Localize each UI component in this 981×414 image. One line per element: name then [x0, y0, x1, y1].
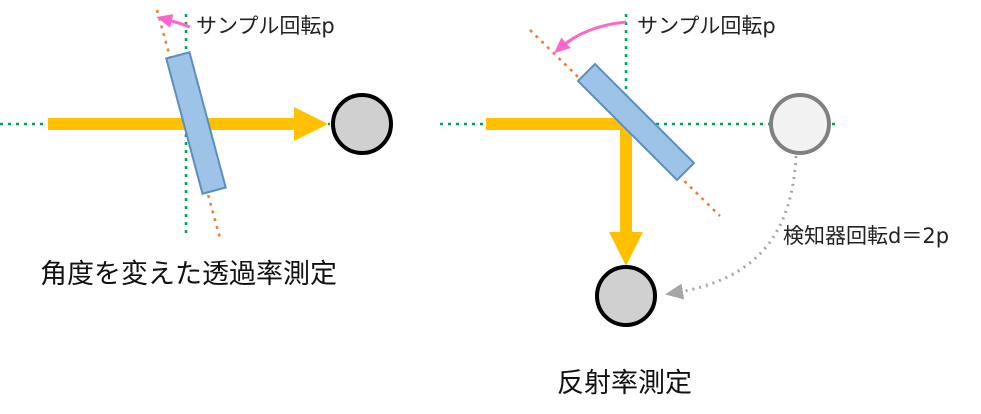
detector-rotation-path	[665, 155, 798, 300]
detector-initial-position	[769, 93, 831, 155]
rotation-arrow	[156, 14, 191, 29]
detector-rotation-label: 検知器回転d＝2p	[783, 224, 949, 248]
caption: 角度を変えた透過率測定	[40, 259, 337, 290]
rotation-arrow	[553, 20, 627, 54]
reflection-panel: サンプル回転p 検知器回転d＝2p 反射率測定	[440, 14, 949, 399]
detector	[331, 93, 393, 155]
detector	[595, 265, 657, 327]
rotation-label: サンプル回転p	[196, 14, 335, 38]
caption: 反射率測定	[557, 368, 692, 399]
sample-plate	[576, 62, 696, 182]
rotation-label: サンプル回転p	[637, 14, 776, 38]
reflected-beam-arrow	[486, 118, 643, 266]
sample-plate	[165, 51, 227, 195]
transmission-panel: サンプル回転p 角度を変えた透過率測定	[0, 9, 393, 290]
